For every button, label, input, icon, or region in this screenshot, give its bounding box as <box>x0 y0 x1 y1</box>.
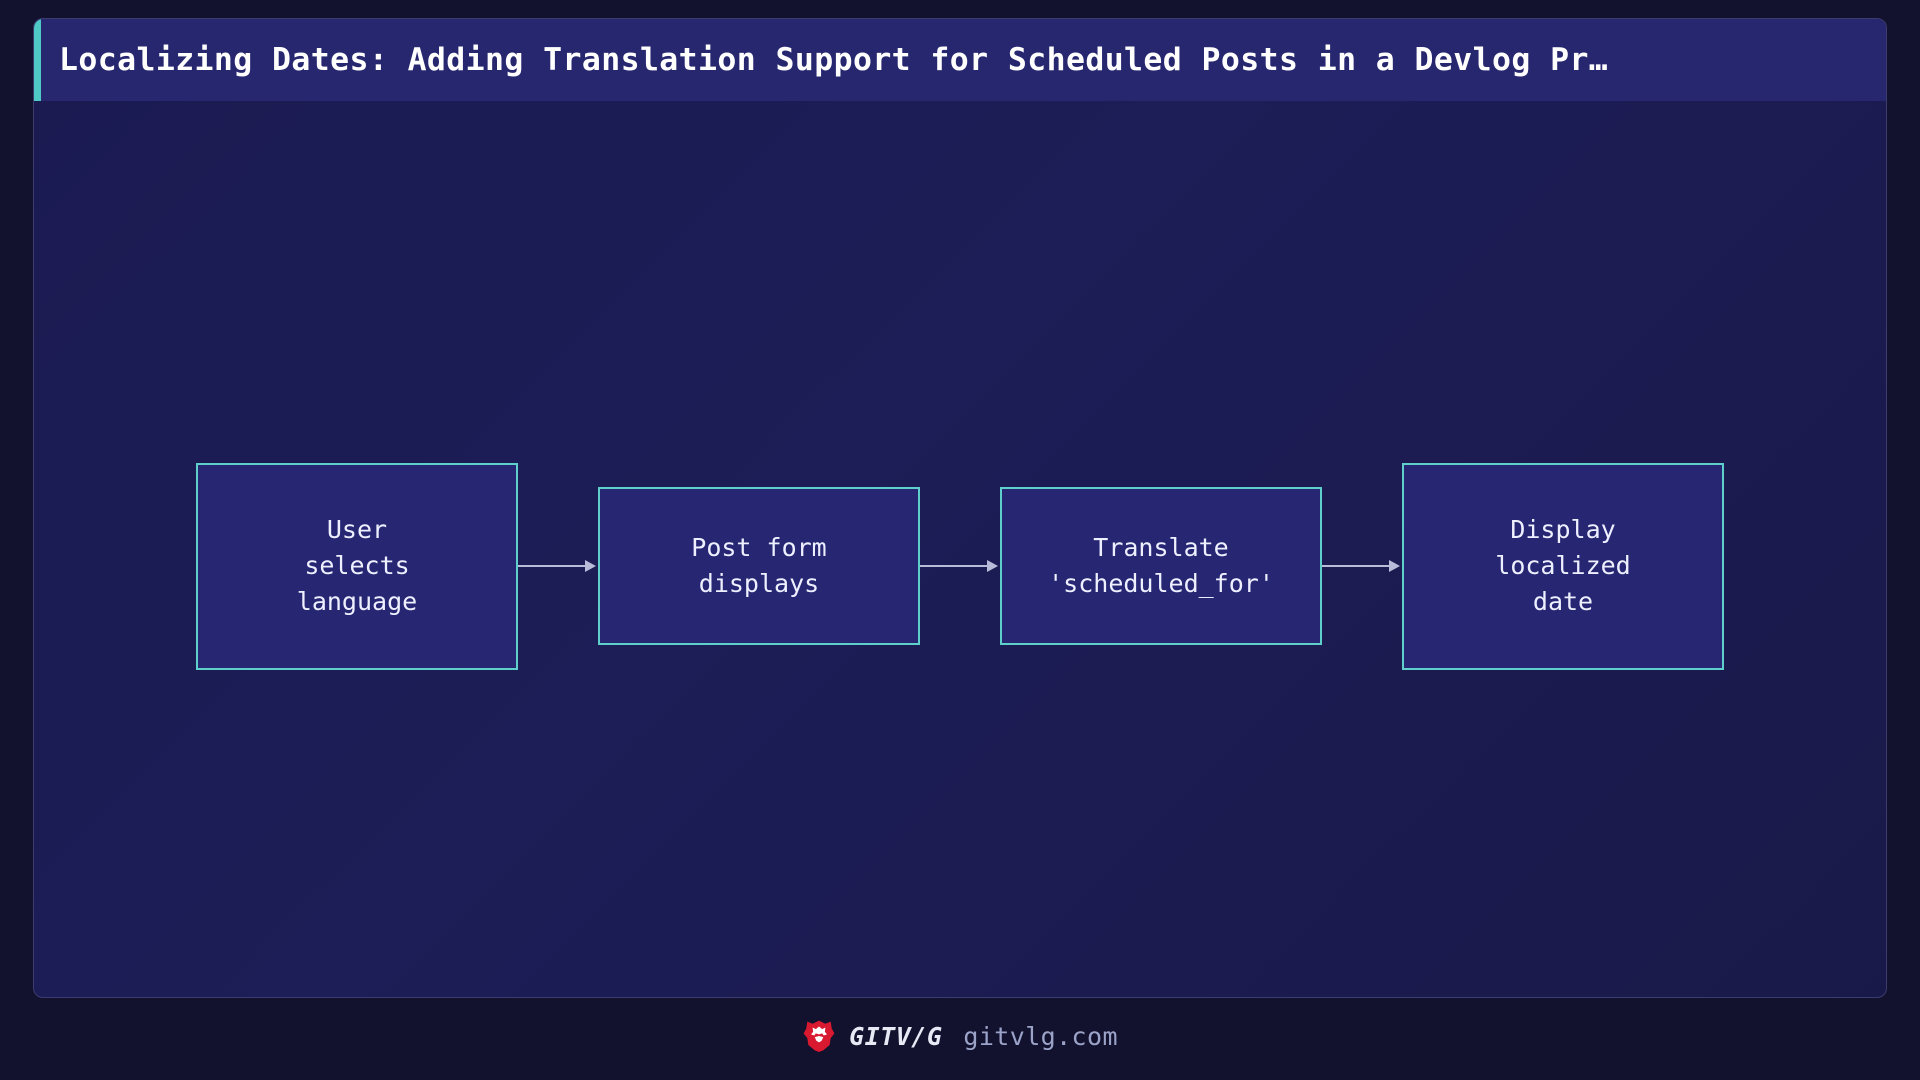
flow-node-user-selects-language[interactable]: User selects language <box>196 462 518 670</box>
arrow-shaft <box>518 565 588 567</box>
flow-node-translate-scheduled-for[interactable]: Translate 'scheduled_for' <box>1000 487 1322 645</box>
arrow-head-icon <box>987 560 998 572</box>
title-bar: Localizing Dates: Adding Translation Sup… <box>34 19 1886 101</box>
flow-arrow-2 <box>920 558 1000 574</box>
diagram-card: Localizing Dates: Adding Translation Sup… <box>33 18 1887 998</box>
flow-arrow-3 <box>1322 558 1402 574</box>
flow-node-post-form-displays[interactable]: Post form displays <box>598 487 920 645</box>
flow-node-display-localized-date[interactable]: Display localized date <box>1402 462 1724 670</box>
flow-arrow-1 <box>518 558 598 574</box>
brand-name: GITV/G <box>849 1021 943 1051</box>
flowchart-row: User selects language Post form displays… <box>34 461 1886 671</box>
lion-head-icon <box>803 1020 835 1052</box>
arrow-head-icon <box>1389 560 1400 572</box>
arrow-shaft <box>920 565 990 567</box>
brand-url: gitvlg.com <box>963 1021 1118 1051</box>
flowchart: User selects language Post form displays… <box>34 101 1886 997</box>
arrow-head-icon <box>585 560 596 572</box>
footer-branding: GITV/G gitvlg.com <box>0 1012 1920 1060</box>
page-title: Localizing Dates: Adding Translation Sup… <box>59 42 1609 78</box>
title-accent-bar <box>34 19 41 101</box>
arrow-shaft <box>1322 565 1392 567</box>
